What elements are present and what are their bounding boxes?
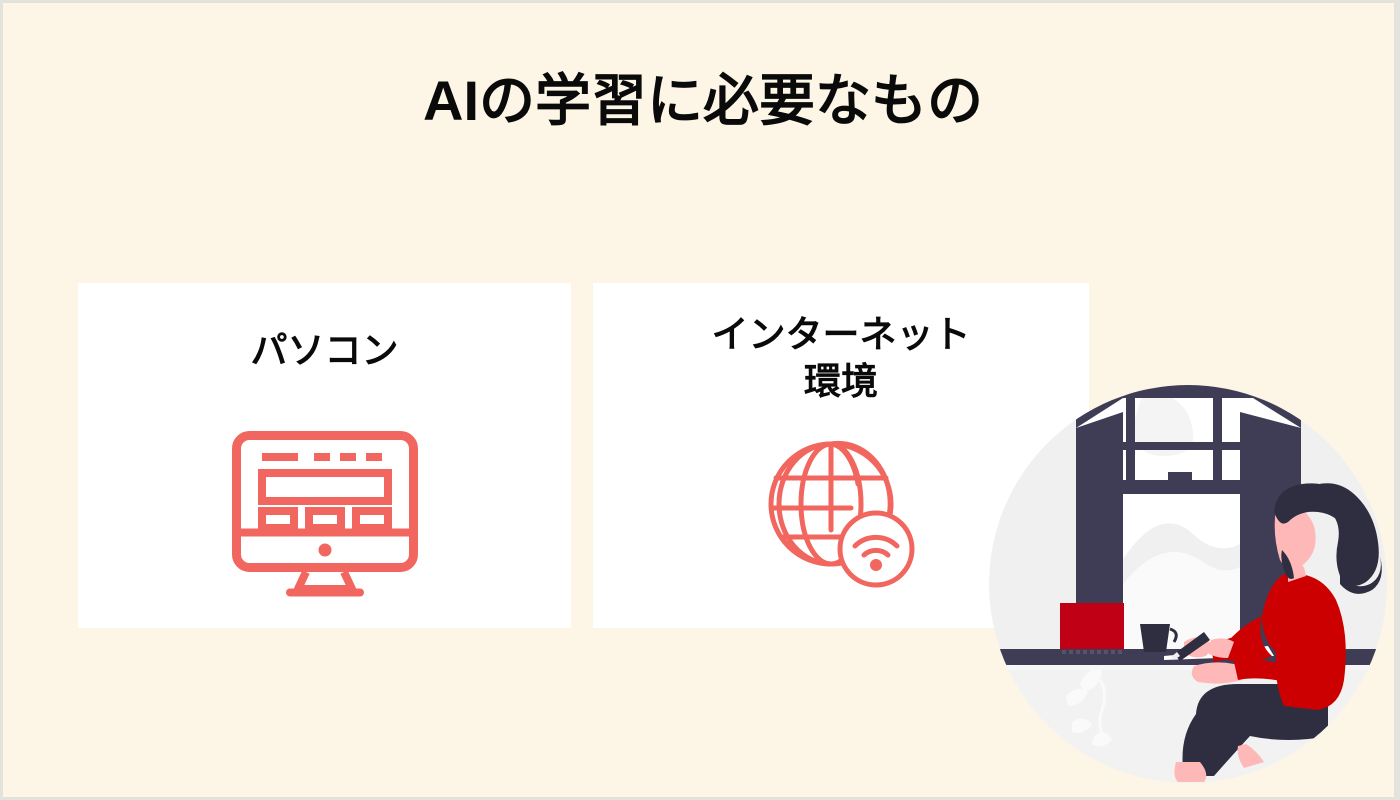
card-internet-label-line1: インターネット <box>711 314 971 355</box>
card-internet-label-line2: 環境 <box>804 361 878 403</box>
card-pc: パソコン <box>78 283 571 628</box>
desktop-monitor-icon <box>231 431 418 602</box>
card-pc-label: パソコン <box>250 330 399 371</box>
page-title: AIの学習に必要なもの <box>423 69 983 132</box>
card-internet-label: インターネット 環境 <box>593 311 1089 406</box>
illustration-woman-at-desk <box>988 384 1388 784</box>
globe-wifi-icon <box>765 438 917 595</box>
